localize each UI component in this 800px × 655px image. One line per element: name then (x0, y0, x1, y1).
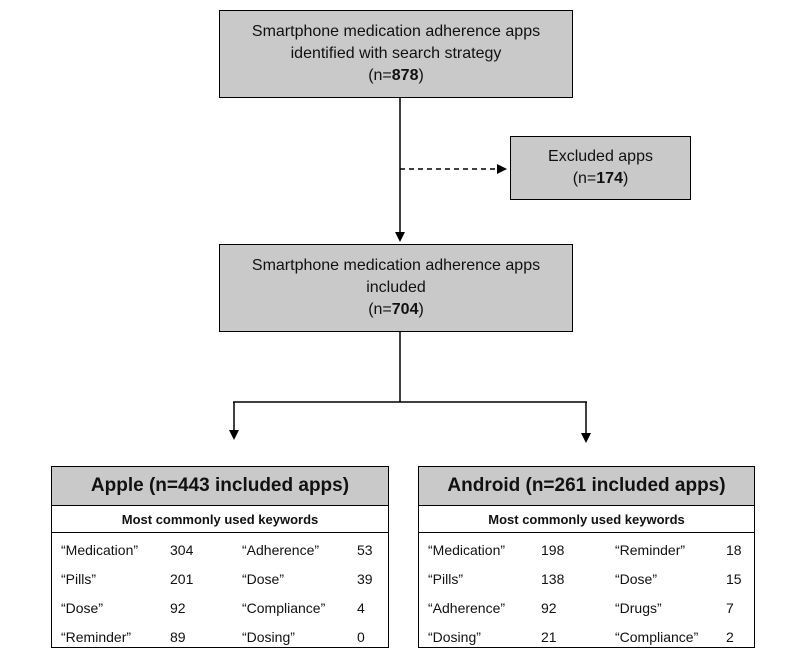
keyword-count: 2 (726, 629, 734, 645)
keyword-count: 7 (726, 600, 734, 616)
keyword-label: “Drugs” (615, 600, 662, 616)
excluded-line1: Excluded apps (548, 148, 653, 165)
included-apps-box: Smartphone medication adherence apps inc… (219, 244, 573, 332)
included-line1: Smartphone medication adherence apps (251, 257, 541, 274)
keyword-label: “Medication” (61, 542, 139, 558)
keyword-label: “Dosing” (242, 629, 295, 645)
keyword-count: 4 (357, 600, 365, 616)
table-row: “Pills” 201 “Dose” 39 (52, 571, 388, 591)
included-line2: included (366, 279, 426, 296)
apple-panel-title: Apple (n=443 included apps) (52, 467, 388, 506)
keyword-label: “Compliance” (242, 600, 326, 616)
identified-line2: identified with search strategy (290, 45, 502, 62)
keyword-label: “Reminder” (61, 629, 132, 645)
keyword-count: 138 (541, 571, 565, 587)
excluded-count: (n=174) (572, 170, 629, 187)
table-row: “Medication” 198 “Reminder” 18 (419, 542, 754, 562)
table-row: “Medication” 304 “Adherence” 53 (52, 542, 388, 562)
excluded-apps-box: Excluded apps (n=174) (510, 136, 691, 200)
android-panel: Android (n=261 included apps) Most commo… (418, 466, 755, 648)
keyword-count: 92 (170, 600, 186, 616)
keyword-label: “Medication” (428, 542, 506, 558)
keyword-count: 15 (726, 571, 742, 587)
identified-count: (n=878) (368, 67, 424, 84)
keyword-label: “Dose” (61, 600, 104, 616)
keyword-label: “Dose” (615, 571, 658, 587)
keyword-label: “Dose” (242, 571, 285, 587)
table-row: “Dosing” 21 “Compliance” 2 (419, 629, 754, 649)
keyword-label: “Adherence” (428, 600, 506, 616)
keyword-label: “Pills” (61, 571, 96, 587)
android-panel-title: Android (n=261 included apps) (419, 467, 754, 506)
keyword-count: 304 (170, 542, 194, 558)
keyword-label: “Dosing” (428, 629, 481, 645)
keyword-count: 39 (357, 571, 373, 587)
identified-line1: Smartphone medication adherence apps (251, 23, 541, 40)
keyword-count: 201 (170, 571, 194, 587)
apple-panel: Apple (n=443 included apps) Most commonl… (51, 466, 389, 648)
keyword-count: 92 (541, 600, 557, 616)
keyword-count: 198 (541, 542, 565, 558)
table-row: “Pills” 138 “Dose” 15 (419, 571, 754, 591)
keyword-count: 89 (170, 629, 186, 645)
keyword-count: 21 (541, 629, 557, 645)
keyword-label: “Adherence” (242, 542, 320, 558)
keyword-count: 53 (357, 542, 373, 558)
identified-apps-box: Smartphone medication adherence apps ide… (219, 10, 573, 98)
android-panel-subtitle: Most commonly used keywords (419, 506, 754, 533)
table-row: “Adherence” 92 “Drugs” 7 (419, 600, 754, 620)
included-count: (n=704) (368, 301, 424, 318)
keyword-count: 18 (726, 542, 742, 558)
keyword-label: “Reminder” (615, 542, 686, 558)
table-row: “Dose” 92 “Compliance” 4 (52, 600, 388, 620)
table-row: “Reminder” 89 “Dosing” 0 (52, 629, 388, 649)
keyword-count: 0 (357, 629, 365, 645)
keyword-label: “Pills” (428, 571, 463, 587)
keyword-label: “Compliance” (615, 629, 699, 645)
apple-panel-subtitle: Most commonly used keywords (52, 506, 388, 533)
